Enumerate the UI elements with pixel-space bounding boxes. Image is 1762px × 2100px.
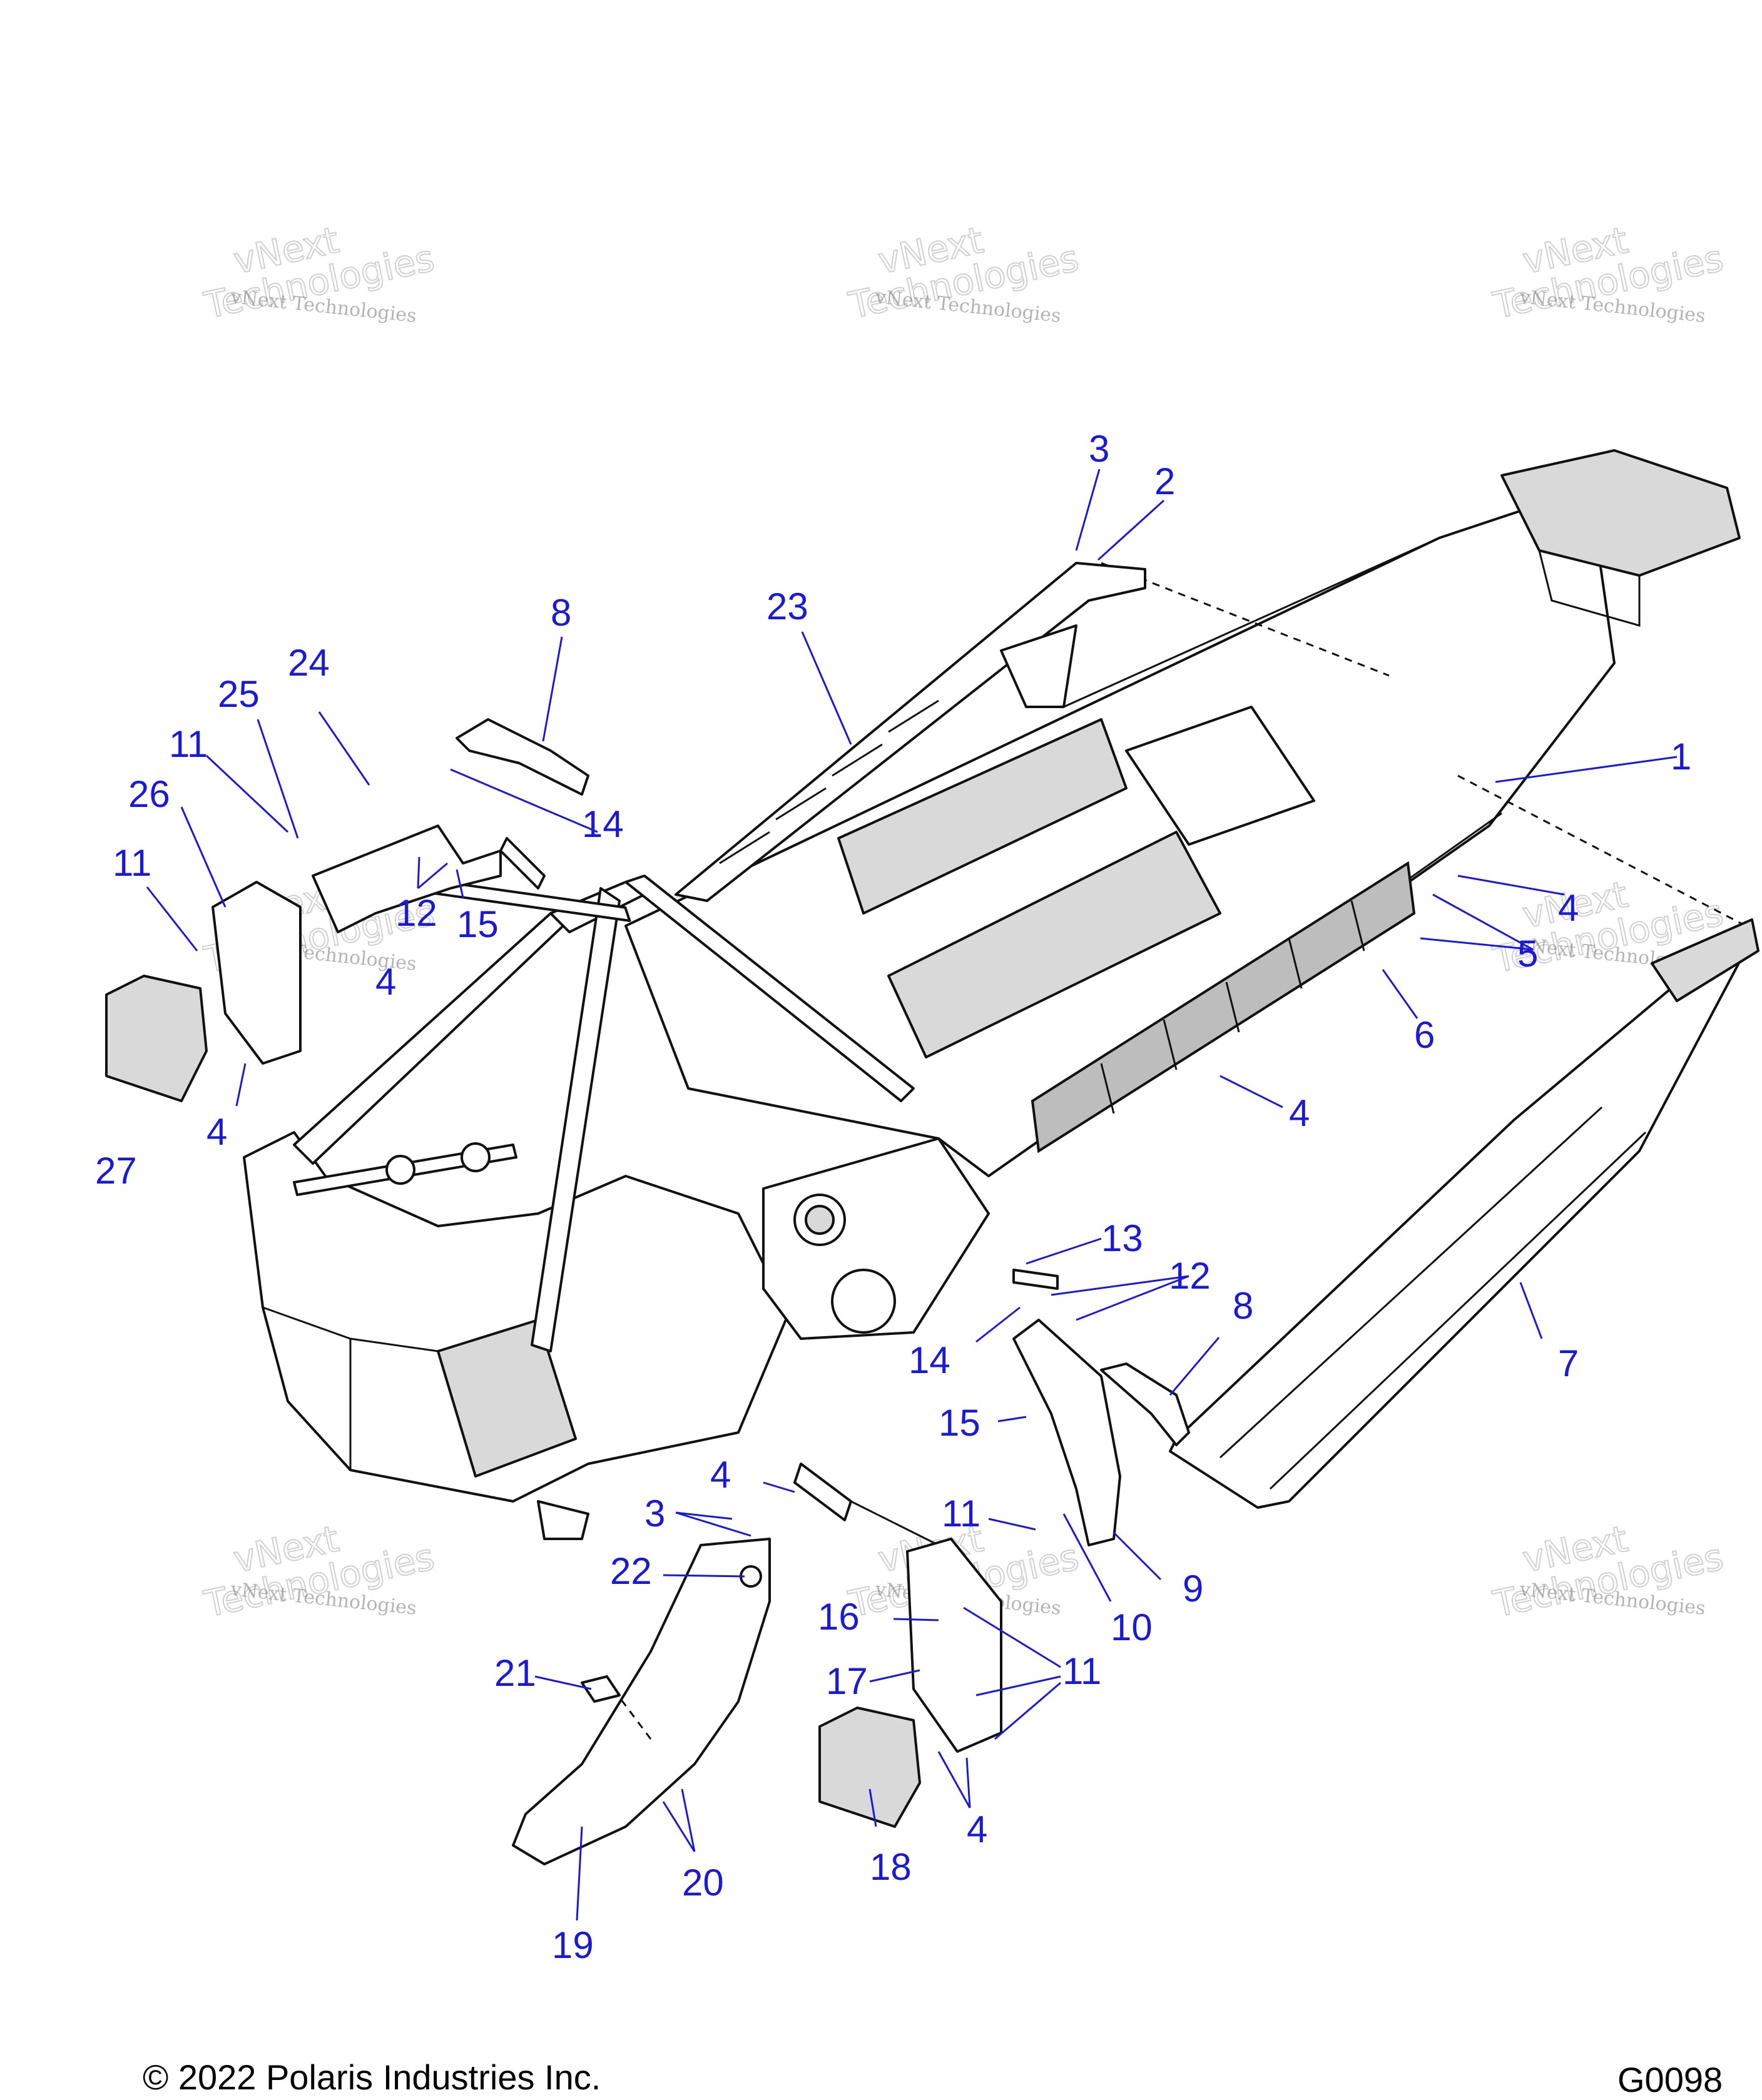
- callout-11: 11: [1062, 1650, 1101, 1692]
- callout-4: 4: [206, 1111, 227, 1153]
- callout-labels: 1 2 3 23 8 24 25 11 14 26 11 12 15 4 4 2…: [95, 428, 1691, 1966]
- clip-21: [581, 1675, 621, 1703]
- plate-hole: [831, 1269, 896, 1334]
- callout-6: 6: [1414, 1014, 1435, 1056]
- leader-lines: [146, 469, 1678, 1921]
- callout-15: 15: [939, 1402, 980, 1444]
- steering-bracket-right: [1012, 1319, 1121, 1546]
- rail-bracket: [1000, 624, 1077, 708]
- callout-4: 4: [710, 1454, 731, 1496]
- tunnel-top-panel: [887, 831, 1221, 1058]
- pad-right: [818, 1707, 921, 1828]
- tunnel-body: [624, 487, 1616, 1177]
- grab-handle-upper: [456, 718, 589, 796]
- callout-2: 2: [1154, 460, 1175, 502]
- link-upper: [499, 837, 546, 890]
- callout-14: 14: [909, 1339, 950, 1381]
- separate-parts: [105, 562, 1759, 1865]
- plate-hole: [805, 1205, 835, 1235]
- grab-handle-lower: [1100, 1362, 1190, 1446]
- callout-1: 1: [1671, 736, 1691, 778]
- callout-9: 9: [1183, 1568, 1203, 1610]
- callout-5: 5: [1517, 933, 1538, 975]
- callout-16: 16: [818, 1596, 860, 1638]
- callout-27: 27: [95, 1150, 137, 1192]
- callout-21: 21: [494, 1652, 536, 1694]
- callout-24: 24: [288, 642, 330, 684]
- callout-12: 12: [395, 892, 437, 934]
- callout-15: 15: [457, 903, 499, 945]
- callout-20: 20: [682, 1862, 724, 1904]
- callout-11: 11: [169, 723, 208, 765]
- guard-panel-left: [211, 881, 302, 1065]
- steering-bracket-left: [312, 824, 502, 933]
- callout-4: 4: [1289, 1092, 1310, 1134]
- callout-22: 22: [610, 1550, 652, 1592]
- shock-spring: [461, 1142, 491, 1172]
- callout-4: 4: [1558, 887, 1579, 929]
- callout-4: 4: [375, 961, 396, 1003]
- callout-12: 12: [1169, 1255, 1211, 1297]
- callout-19: 19: [552, 1924, 594, 1966]
- callout-23: 23: [766, 586, 808, 627]
- callout-26: 26: [128, 773, 170, 815]
- copyright-notice: © 2022 Polaris Industries Inc.: [143, 2057, 601, 2097]
- pad-left: [105, 975, 208, 1102]
- chassis-drawing: [243, 449, 1746, 1540]
- callout-11: 11: [113, 842, 151, 884]
- callout-3: 3: [644, 1493, 665, 1534]
- side-panel: [512, 1538, 771, 1865]
- figure-id: G0098: [1617, 2060, 1723, 2099]
- bulkhead-shade: [437, 1319, 577, 1478]
- center-cross-member: [1125, 706, 1315, 846]
- callout-18: 18: [870, 1846, 912, 1888]
- callout-4: 4: [967, 1808, 987, 1850]
- callout-3: 3: [1089, 428, 1109, 470]
- callout-10: 10: [1111, 1606, 1153, 1648]
- front-frame-tube: [624, 875, 915, 1102]
- cable-bracket: [793, 1463, 852, 1521]
- front-frame-tube: [531, 887, 621, 1352]
- front-side-plate: [762, 1137, 990, 1340]
- callout-13: 13: [1101, 1217, 1143, 1259]
- shock-spring: [385, 1155, 415, 1185]
- tunnel-side-panel: [1031, 861, 1416, 1154]
- running-board-end: [1651, 918, 1759, 1002]
- callout-8: 8: [551, 592, 571, 634]
- tunnel-top-panel: [837, 718, 1128, 915]
- callout-14: 14: [582, 803, 624, 845]
- running-board: [1169, 925, 1753, 1509]
- callout-11: 11: [942, 1493, 980, 1534]
- callout-25: 25: [218, 673, 260, 715]
- callout-8: 8: [1233, 1285, 1253, 1327]
- bolt-13: [1012, 1269, 1059, 1290]
- callout-17: 17: [826, 1660, 868, 1702]
- callout-7: 7: [1558, 1342, 1579, 1384]
- lower-front-mount: [537, 1500, 589, 1540]
